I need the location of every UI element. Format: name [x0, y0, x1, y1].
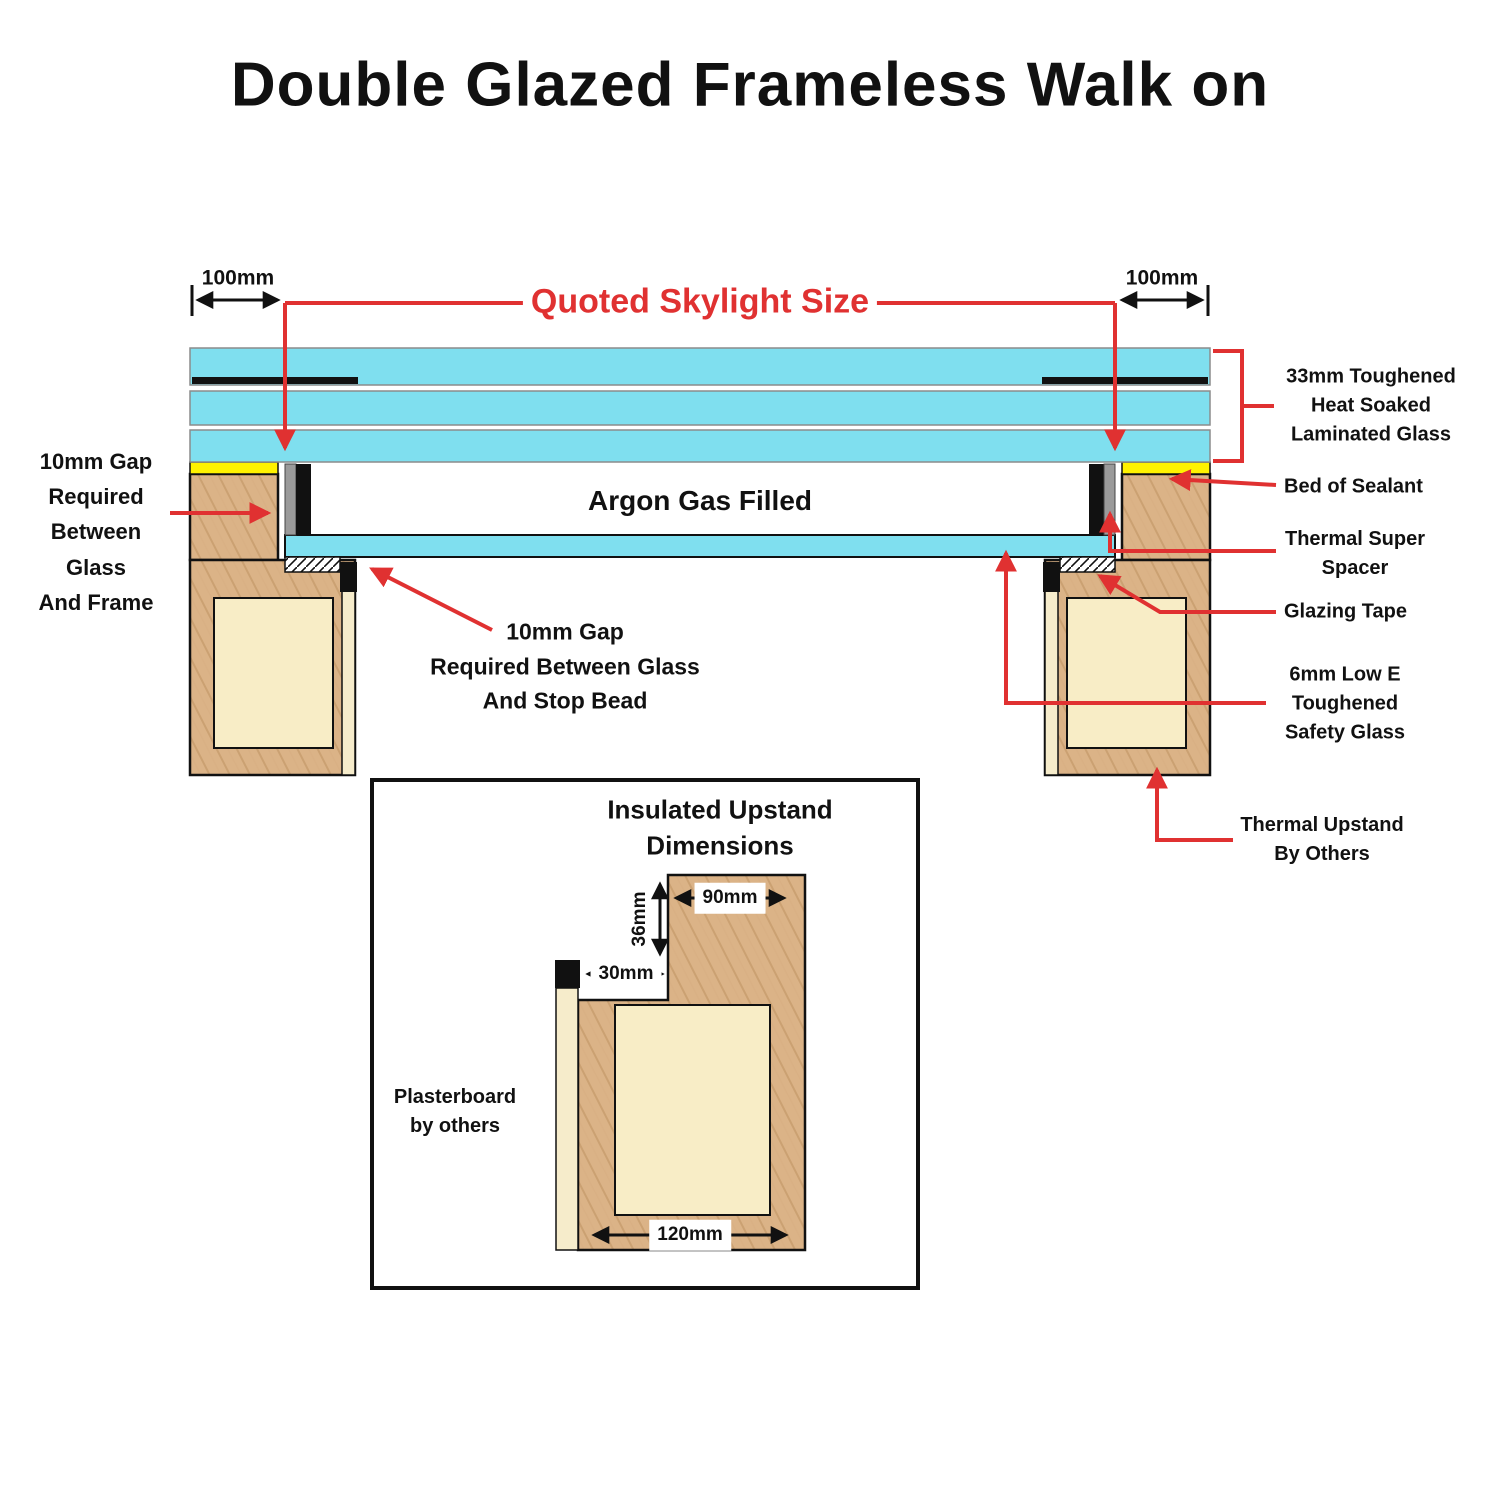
right-plasterboard-strip	[1044, 589, 1059, 776]
left-upstand-frame	[188, 461, 357, 777]
right-stop-bead	[1043, 562, 1060, 592]
laminated-glass-unit	[189, 347, 1211, 463]
right-edge-seal	[1089, 464, 1104, 535]
inset-plasterboard-strip	[555, 987, 579, 1251]
right-bed-of-sealant	[1121, 461, 1211, 475]
left-interlayer-bar	[192, 377, 358, 384]
bottom-glass-pane	[284, 534, 1116, 558]
laminated-glass-bracket	[1213, 349, 1244, 463]
callout-laminated-glass: 33mm Toughened Heat Soaked Laminated Gla…	[1286, 365, 1456, 446]
gap-frame-label: 10mm Gap Required Between Glass And Fram…	[38, 449, 154, 615]
callout-thermal-upstand: Thermal Upstand By Others	[1240, 814, 1404, 865]
left-edge-seal	[296, 464, 311, 535]
thermal-upstand-arrow	[1146, 766, 1233, 842]
low-e-glass-arrow	[995, 549, 1266, 705]
quoted-skylight-size-label: Quoted Skylight Size	[522, 275, 878, 329]
callout-glazing-tape: Glazing Tape	[1284, 600, 1407, 623]
dim-label-100mm-right: 100mm	[1125, 266, 1199, 290]
right-interlayer-bar	[1042, 377, 1208, 384]
inset-upstand-diagram	[370, 778, 920, 1290]
dim-100mm-right	[1119, 285, 1210, 316]
left-thermal-super-spacer	[284, 463, 297, 536]
page-title: Double Glazed Frameless Walk on	[230, 50, 1270, 120]
gap-stop-bead-arrow	[369, 567, 493, 632]
thermal-spacer-arrow	[1099, 510, 1276, 553]
inset-dim-120mm: 120mm	[649, 1219, 731, 1251]
inset-plasterboard-label: Plasterboard by others	[393, 1086, 517, 1137]
gap-stop-bead-label: 10mm Gap Required Between Glass And Stop…	[430, 618, 700, 714]
inset-dim-36mm: 36mm	[628, 891, 650, 947]
left-plasterboard-strip	[341, 589, 356, 776]
bed-of-sealant-arrow	[1168, 469, 1277, 492]
inset-insulation-core	[614, 1004, 771, 1216]
left-glazing-tape	[284, 556, 341, 573]
callout-bed-of-sealant: Bed of Sealant	[1284, 475, 1423, 498]
inset-dim-30mm: 30mm	[590, 958, 662, 990]
left-stop-bead	[340, 562, 357, 592]
inset-dim-90mm: 90mm	[694, 882, 766, 914]
right-insulation-core	[1066, 597, 1187, 749]
thermal-spacers	[284, 463, 1116, 536]
right-glazing-tape	[1059, 556, 1116, 573]
dim-label-100mm-left: 100mm	[201, 266, 275, 290]
right-upstand-frame	[1043, 461, 1212, 777]
callout-low-e-glass: 6mm Low E Toughened Safety Glass	[1284, 663, 1406, 744]
glazing-tape-arrow	[1097, 574, 1276, 614]
callout-thermal-spacer: Thermal Super Spacer	[1284, 528, 1426, 579]
inset-stop-bead	[555, 960, 580, 988]
inset-title: Insulated Upstand Dimensions	[607, 794, 833, 861]
dim-100mm-left	[190, 285, 281, 316]
argon-gas-label: Argon Gas Filled	[587, 485, 813, 516]
left-insulation-core	[213, 597, 334, 749]
left-bed-of-sealant	[189, 461, 279, 475]
